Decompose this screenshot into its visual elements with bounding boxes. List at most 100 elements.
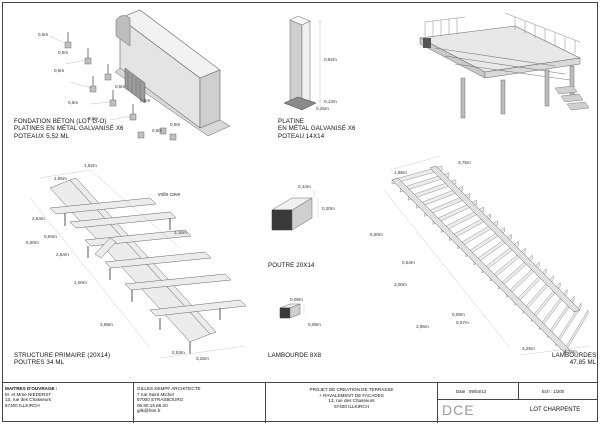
structure-dim-10: 2,53m	[172, 350, 185, 355]
lambourde-slat	[416, 186, 464, 209]
lambourdes-caption: LAMBOURDES 47,85 ML	[552, 352, 596, 367]
lambourde-slat	[555, 302, 582, 347]
lambourde-slat	[490, 247, 526, 282]
foundation-drawing: 0,5m 0,5m 0,5m 0,5m 0,5m 0,5m 0,5m 0,5m …	[38, 9, 231, 141]
architecte-cell: GILLES KEMPF ARCHITECTE 7 rue Saint Mich…	[134, 383, 266, 423]
platine-caption-line-2: EN MÉTAL GALVANISÉ X6	[278, 125, 356, 133]
structure-dim-8: 1,00m	[74, 280, 87, 285]
title-block-divider	[438, 399, 598, 400]
structure-dim-2: 1,52m	[84, 163, 97, 168]
maitres-ouvrage-cell: MAITRES D'OUVRAGE : M. et Mme NIEDERST 1…	[2, 383, 134, 423]
foundation-caption: FONDATION BÉTON (LOT G-O) PLATINES EN MÉ…	[14, 118, 124, 140]
platine-caption-line-1: PLATINE	[278, 118, 305, 125]
scale-field: Ech : 1/200	[542, 389, 565, 394]
structure-dim-9: 3,68m	[100, 322, 113, 327]
lambourde-slat	[539, 288, 568, 331]
foundation-dim-8: 0,5m	[152, 128, 162, 133]
lambourde-width-dim: 0,08m	[290, 297, 303, 302]
foundation-caption-line-1: FONDATION BÉTON (LOT G-O)	[14, 118, 107, 125]
projet-cell: PROJET DE CREATION DE TERRASSE + RAVALEM…	[266, 383, 438, 423]
lambourde-slat	[473, 234, 512, 266]
voile-cave-note: voile cave	[158, 192, 180, 198]
structure-dim-4: 5,50m	[26, 240, 39, 245]
platine-caption: PLATINE EN MÉTAL GALVANISÉ X6 POTEAU 14X…	[278, 118, 356, 140]
maitres-ouvrage-line-3: 67400 ILLKIRCH	[5, 402, 40, 408]
structure-caption: STRUCTURE PRIMAIRE (20X14) POUTRES 34 ML	[14, 352, 110, 367]
lambourdes-dim-2: 1,95m	[394, 170, 407, 175]
phase-dce: DCE	[442, 402, 475, 418]
foundation-dim-2: 0,5m	[58, 50, 68, 55]
lambourde-slat	[481, 241, 519, 274]
platine-drawing: 0,92m 0,13m 0,25m	[283, 15, 337, 111]
lambourdes-dim-5: 3,00m	[394, 282, 407, 287]
poutre-height-dim: 0,20m	[322, 206, 335, 211]
lambourde-slat	[449, 213, 491, 242]
architecte-line-4: 06.80.15.86.20	[137, 402, 168, 408]
lambourde-slat	[391, 165, 443, 185]
projet-line-3: 13, rue des Chasseurs	[328, 398, 375, 404]
lambourdes-caption-line-1: LAMBOURDES	[552, 352, 597, 359]
lambourde-slat	[465, 227, 505, 258]
lambourde-caption-text: LAMBOURDE 8X8	[268, 352, 322, 359]
foundation-dim-3: 0,5m	[54, 68, 64, 73]
lambourde-slat	[399, 172, 450, 193]
structure-dim-1: 1,95m	[54, 176, 67, 181]
lambourde-slat	[563, 309, 589, 355]
lambourde-slat	[522, 275, 554, 315]
date-field: Date : 09/04/13	[456, 389, 487, 394]
structure-dim-5: 0,94m	[44, 234, 57, 239]
foundation-dim-1: 0,5m	[38, 32, 48, 37]
structure-drawing: 1,95m 1,52m 2,54m 5,50m 0,94m 2,54m 3,16…	[26, 163, 247, 361]
projet-line-2: + RAVALEMENT DE FACADES	[319, 392, 384, 398]
structure-dim-7: 3,16m	[174, 230, 187, 235]
lambourdes-dim-3: 5,50m	[370, 232, 383, 237]
lambourdes-dim-9: 3,25m	[522, 346, 535, 351]
structure-dim-6: 2,54m	[56, 252, 69, 257]
poutre-width-dim: 0,14m	[298, 184, 311, 189]
projet-line-4: 67400 ILLKIRCH	[334, 403, 369, 409]
lot-charpente: LOT CHARPENTE	[530, 407, 581, 413]
lambourdes-dim-4: 0,54m	[402, 260, 415, 265]
architecte-line-5: gilk@free.fr	[137, 408, 161, 414]
poutre-caption-text: POUTRE 20X14	[268, 262, 315, 269]
lambourde-slat	[514, 268, 547, 306]
lambourde-drawing: 0,08m 0,08m	[279, 297, 321, 327]
lambourde-slat	[506, 261, 540, 298]
maitres-ouvrage-line-2: 13, rue des Chasseurs	[5, 397, 52, 403]
platine-base-width-dim: 0,25m	[316, 106, 329, 111]
structure-caption-line-2: POUTRES 34 ML	[14, 359, 65, 367]
lambourde-slat	[457, 220, 498, 250]
lambourdes-dim-8: 0,57m	[456, 320, 469, 325]
lambourdes-dim-6: 3,96m	[416, 324, 429, 329]
architecte-line-2: 7 rue Saint Michel	[137, 391, 174, 397]
architecte-line-1: GILLES KEMPF ARCHITECTE	[137, 386, 201, 391]
title-block: MAITRES D'OUVRAGE : M. et Mme NIEDERST 1…	[2, 382, 598, 423]
poutre-drawing: 0,14m 0,20m	[271, 184, 335, 231]
projet-line-1: PROJET DE CREATION DE TERRASSE	[309, 387, 394, 392]
lambourde-slat	[424, 193, 471, 217]
maitres-ouvrage-label: MAITRES D'OUVRAGE :	[5, 386, 58, 391]
foundation-dim-9: 0,5m	[170, 122, 180, 127]
foundation-dim-7: 0,5m	[140, 98, 150, 103]
lambourdes-dim-10: 4,25m	[564, 349, 577, 354]
foundation-dim-6: 0,5m	[115, 84, 125, 89]
platine-height-dim: 0,92m	[324, 57, 337, 62]
foundation-caption-line-2: PLATINES EN MÉTAL GALVANISÉ X6	[14, 125, 124, 133]
architecte-line-3: 67000 STRASBOURG	[137, 397, 184, 403]
lambourdes-dim-1: 3,75m	[458, 160, 471, 165]
structure-caption-line-1: STRUCTURE PRIMAIRE (20X14)	[14, 352, 111, 359]
lambourde-slat	[432, 199, 477, 225]
lambourde-slat	[440, 206, 484, 233]
poutre-caption: POUTRE 20X14	[268, 262, 315, 269]
platine-base-height-dim: 0,13m	[324, 99, 337, 104]
title-block-vdivider	[518, 383, 519, 399]
lambourdes-drawing: 3,75m 1,95m 5,50m 0,54m 3,00m 3,96m 0,08…	[370, 155, 591, 356]
lambourde-caption: LAMBOURDE 8X8	[268, 352, 321, 359]
lambourdes-caption-line-2: 47,85 ML	[569, 359, 597, 367]
platine-caption-line-3: POTEAU 14X14	[278, 132, 325, 140]
structure-dim-3: 2,54m	[32, 216, 45, 221]
structure-dim-11: 3,25m	[196, 356, 209, 361]
foundation-dim-4: 0,5m	[68, 100, 78, 105]
lambourde-height-dim: 0,08m	[308, 322, 321, 327]
lambourde-slat	[547, 295, 575, 339]
